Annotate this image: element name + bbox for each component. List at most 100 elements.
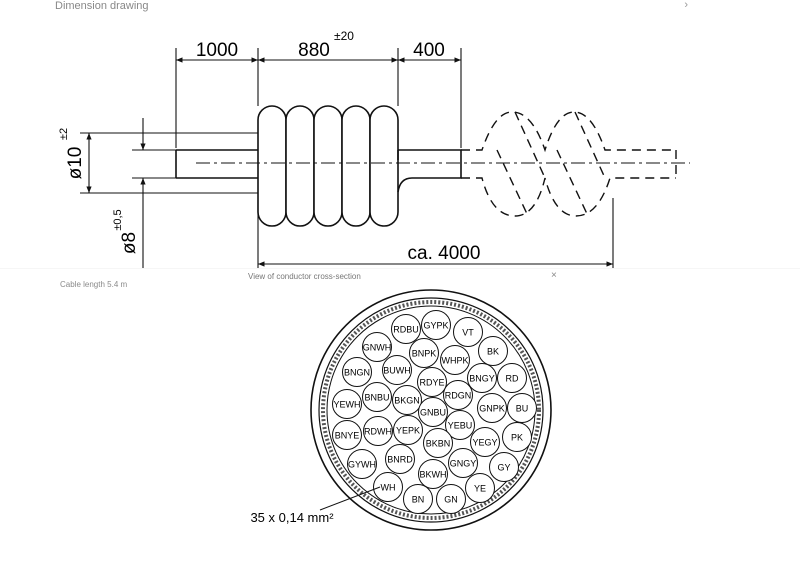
conductor-label: RD <box>506 374 519 384</box>
conductor-gnbu: GNBU <box>418 397 448 427</box>
conductor-yewh: YEWH <box>332 389 362 419</box>
conductor-circle <box>418 459 448 489</box>
conductor-label: WH <box>381 483 396 493</box>
conductor-vt: VT <box>453 317 483 347</box>
dim-diameter-10-tolerance: ±2 <box>58 128 70 140</box>
conductor-label: YEGY <box>472 438 497 448</box>
conductor-pk: PK <box>502 422 532 452</box>
conductor-bkgn: BKGN <box>392 385 422 415</box>
conductor-circle <box>409 338 439 368</box>
conductor-circle <box>342 357 372 387</box>
conductor-circle <box>443 380 473 410</box>
conductor-label: BK <box>487 347 499 357</box>
dim-ca-4000: ca. 4000 <box>408 243 481 264</box>
cable-body <box>175 105 462 227</box>
conductor-gywh: GYWH <box>347 449 377 479</box>
conductor-leader-line <box>319 486 381 511</box>
conductor-circle <box>470 427 500 457</box>
conductor-label: YE <box>474 484 486 494</box>
conductor-label: RDGN <box>445 391 472 401</box>
conductor-circle <box>440 345 470 375</box>
conductor-label: BKWH <box>420 470 447 480</box>
conductor-rdbu: RDBU <box>391 314 421 344</box>
section-title-dimension-drawing: Dimension drawing <box>55 0 149 12</box>
conductor-circle <box>391 314 421 344</box>
conductor-label: RDBU <box>393 325 419 335</box>
conductor-gnpk: GNPK <box>477 393 507 423</box>
conductor-circle <box>421 310 451 340</box>
conductor-ye: YE <box>465 473 495 503</box>
conductor-rd: RD <box>497 363 527 393</box>
conductor-circle <box>477 393 507 423</box>
conductor-rdgn: RDGN <box>443 380 473 410</box>
conductor-label: YEPK <box>396 426 420 436</box>
conductor-circle <box>507 393 537 423</box>
conductor-label: GN <box>444 495 458 505</box>
conductor-gy: GY <box>489 452 519 482</box>
dim-diameter-8-tolerance: ±0,5 <box>112 209 124 230</box>
conductor-circle <box>478 336 508 366</box>
conductor-label: BKGN <box>394 396 420 406</box>
conductor-circle <box>445 410 475 440</box>
conductor-bnpk: BNPK <box>409 338 439 368</box>
conductor-circle <box>373 472 403 502</box>
conductor-label: BUWH <box>383 366 411 376</box>
cable-continuation-dashed <box>461 111 677 217</box>
dim-400: 400 <box>413 40 445 61</box>
conductor-label: GNWH <box>363 343 392 353</box>
close-icon[interactable]: × <box>551 270 557 281</box>
section-title-cross-section: View of conductor cross-section <box>248 272 361 281</box>
conductor-circle <box>392 385 422 415</box>
conductor-bnrd: BNRD <box>385 444 415 474</box>
dim-880-tolerance: ±20 <box>334 29 354 43</box>
conductor-circle <box>347 449 377 479</box>
conductor-bkbn: BKBN <box>423 428 453 458</box>
conductor-rdwh: RDWH <box>363 416 393 446</box>
conductor-circle <box>489 452 519 482</box>
conductor-label: BNGN <box>344 368 370 378</box>
conductor-label: VT <box>462 328 474 338</box>
conductor-circle <box>467 363 497 393</box>
conductor-circle <box>363 416 393 446</box>
conductor-label: GY <box>497 463 510 473</box>
conductor-circle <box>362 382 392 412</box>
conductor-label: GNPK <box>479 404 505 414</box>
conductor-circle <box>393 415 423 445</box>
conductor-label: GYWH <box>348 460 376 470</box>
conductor-circle <box>423 428 453 458</box>
conductor-label: RDYE <box>419 378 444 388</box>
conductor-yepk: YEPK <box>393 415 423 445</box>
dimension-lines <box>86 57 613 268</box>
conductor-size-label: 35 x 0,14 mm² <box>250 510 334 525</box>
conductor-label: RDWH <box>364 427 392 437</box>
conductor-label: BNYE <box>335 431 360 441</box>
conductor-label: PK <box>511 433 523 443</box>
conductor-label: GNGY <box>450 459 477 469</box>
conductor-wh: WH <box>373 472 403 502</box>
conductor-bngn: BNGN <box>342 357 372 387</box>
dim-880: 880 <box>298 40 330 61</box>
conductor-bk: BK <box>478 336 508 366</box>
conductor-whpk: WHPK <box>440 345 470 375</box>
conductor-circle <box>502 422 532 452</box>
braided-shield <box>321 300 541 520</box>
conductor-gnwh: GNWH <box>362 332 392 362</box>
conductor-label: BU <box>516 404 529 414</box>
conductor-buwh: BUWH <box>382 355 412 385</box>
dim-diameter-8: ø8 <box>119 232 140 254</box>
dim-diameter-10: ø10 <box>65 147 86 180</box>
chevron-right-icon[interactable]: › <box>684 0 688 11</box>
conductor-bn: BN <box>403 484 433 514</box>
conductor-circle <box>418 397 448 427</box>
conductor-circle <box>436 484 466 514</box>
conductor-bkwh: BKWH <box>418 459 448 489</box>
conductor-circle <box>362 332 392 362</box>
conductor-circle <box>382 355 412 385</box>
conductor-circle <box>332 389 362 419</box>
conductor-rdye: RDYE <box>417 367 447 397</box>
conductor-circle <box>332 420 362 450</box>
conductor-label: WHPK <box>442 356 469 366</box>
